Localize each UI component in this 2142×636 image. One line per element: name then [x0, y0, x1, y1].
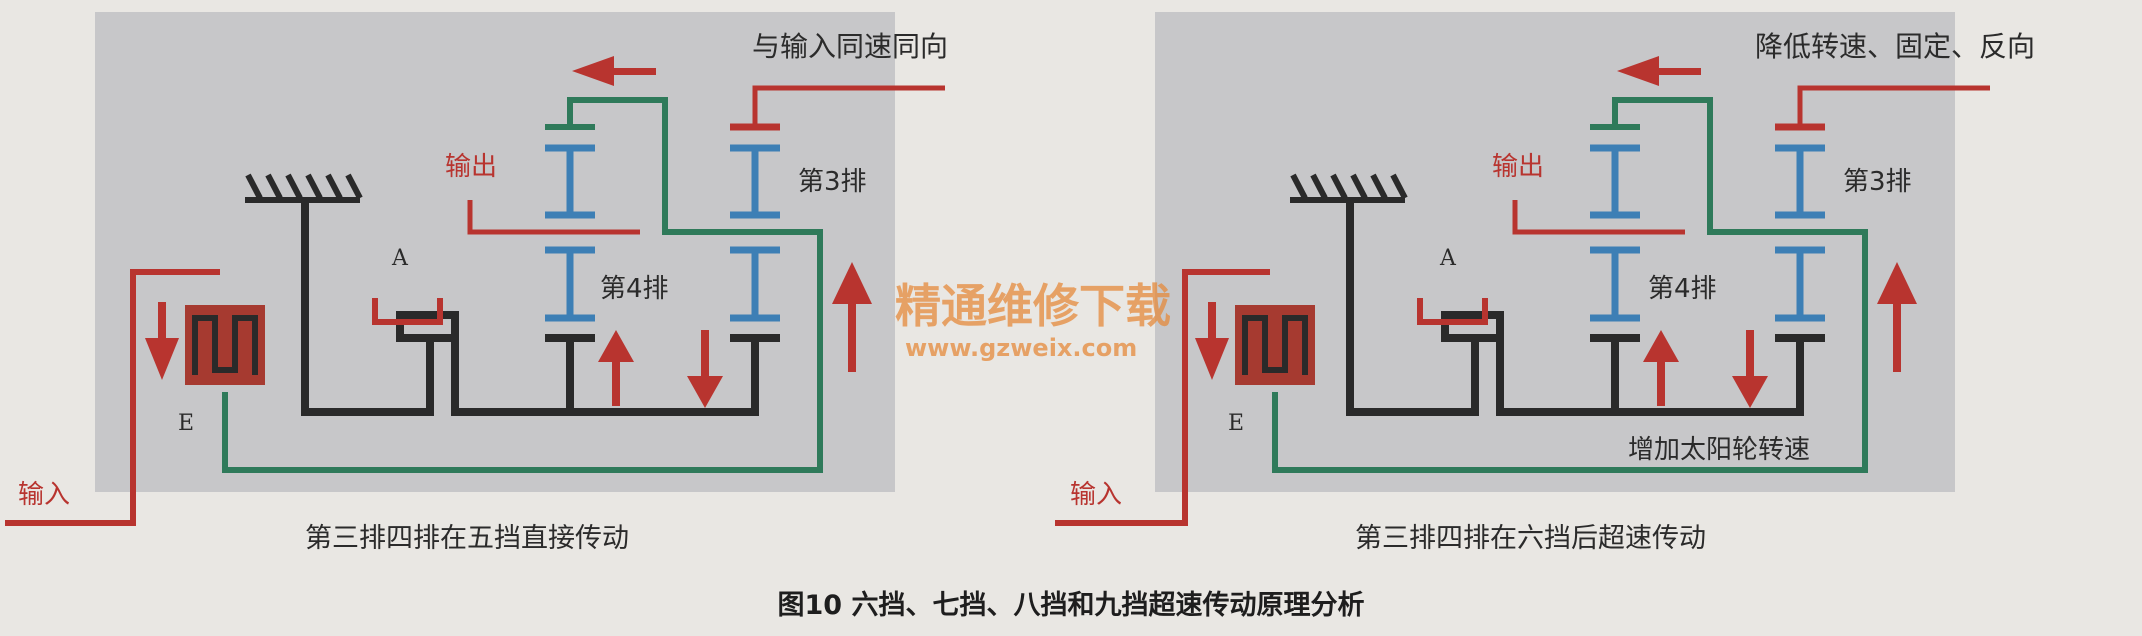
arrow-left-top	[572, 56, 656, 86]
arrow-up-row4	[1643, 330, 1679, 406]
right-output-label: 输出	[1492, 152, 1544, 182]
right-title: 降低转速、固定、反向	[1755, 30, 2035, 63]
watermark-line1: 精通维修下载	[895, 279, 1171, 333]
right-node-a: A	[1439, 246, 1457, 271]
arrow-up-right	[832, 262, 872, 372]
ring-gear-path	[1272, 97, 1868, 473]
left-title: 与输入同速同向	[752, 30, 948, 63]
row4-gearset	[1590, 144, 1640, 322]
carrier-shaft	[301, 200, 780, 416]
left-row4-label: 第4排	[600, 274, 669, 304]
arrow-up-row4	[598, 330, 634, 406]
watermark-line2: www.gzweix.com	[905, 334, 1137, 362]
arrow-down-brake	[1195, 302, 1229, 380]
sun-gear-a	[372, 298, 443, 325]
right-diagram: 降低转速、固定、反向 输出 第3排 第4排 A E 输入 增加太阳轮转速 第三排…	[1055, 30, 2035, 554]
left-node-e: E	[178, 411, 194, 436]
input-path	[1055, 269, 1270, 526]
right-node-e: E	[1228, 411, 1244, 436]
arrow-down-row3	[687, 330, 723, 408]
arrow-left-top	[1617, 56, 1701, 86]
ring-gear-path	[222, 97, 823, 473]
sun-gear-a	[1417, 298, 1488, 325]
left-output-label: 输出	[445, 152, 497, 182]
row3-gearset	[730, 85, 945, 322]
carrier-shaft	[1346, 200, 1825, 416]
output-shaft	[1512, 200, 1685, 235]
left-node-a: A	[391, 246, 409, 271]
arrow-down-brake	[145, 302, 179, 380]
arrow-down-row3	[1732, 330, 1768, 408]
left-diagram: 与输入同速同向 输出 第3排 第4排 A E 输入 第三排四排在五挡直接传动	[5, 30, 948, 554]
brake-e	[185, 305, 265, 385]
output-shaft	[467, 200, 640, 235]
row4-gearset	[545, 144, 595, 322]
watermark: 精通维修下载 www.gzweix.com	[895, 279, 1171, 362]
right-caption: 第三排四排在六挡后超速传动	[1355, 523, 1706, 554]
right-note: 增加太阳轮转速	[1628, 435, 1810, 465]
right-row3-label: 第3排	[1843, 167, 1912, 197]
input-path	[5, 269, 220, 526]
left-caption: 第三排四排在五挡直接传动	[305, 523, 629, 554]
right-input-label: 输入	[1070, 480, 1122, 510]
row3-gearset	[1775, 85, 1990, 322]
brake-e	[1235, 305, 1315, 385]
figure-caption: 图10 六挡、七挡、八挡和九挡超速传动原理分析	[778, 590, 1365, 621]
left-row3-label: 第3排	[798, 167, 867, 197]
left-input-label: 输入	[18, 480, 70, 510]
right-row4-label: 第4排	[1648, 274, 1717, 304]
arrow-up-right	[1877, 262, 1917, 372]
